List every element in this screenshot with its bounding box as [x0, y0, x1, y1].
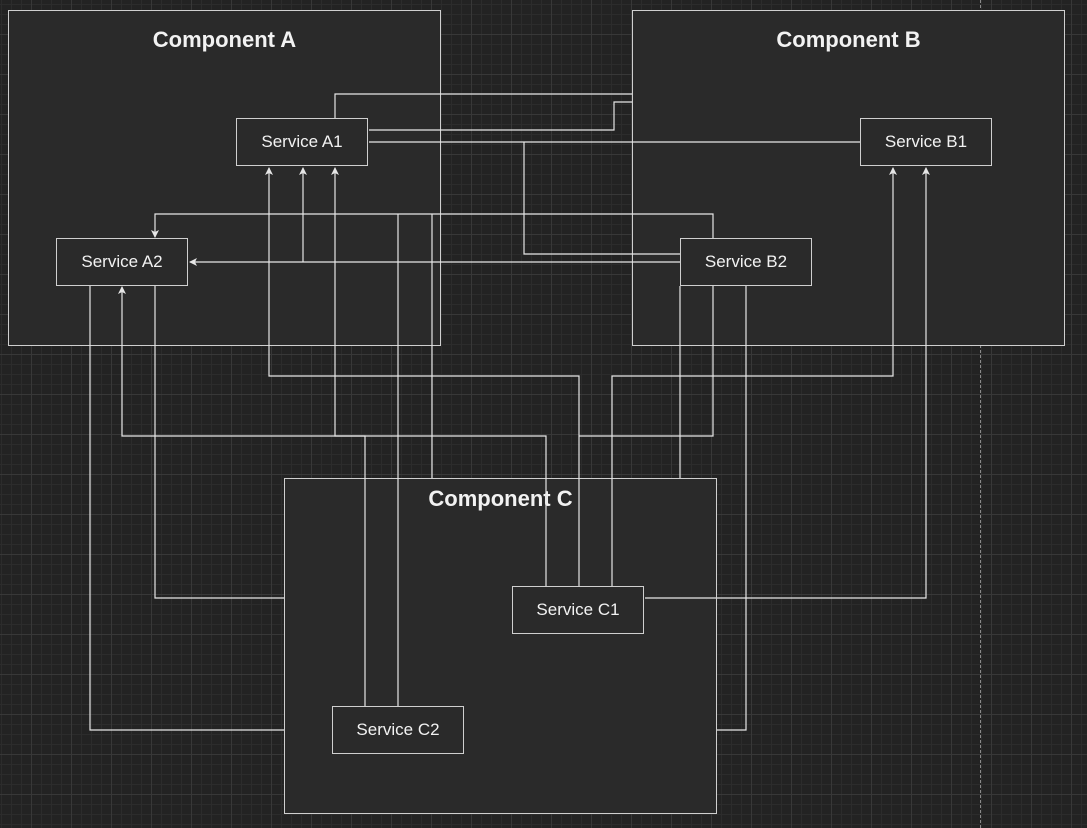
service-b1-label: Service B1 — [884, 132, 968, 151]
service-c2[interactable]: Service C2 — [332, 706, 464, 754]
service-b2-label: Service B2 — [704, 252, 788, 271]
service-c1[interactable]: Service C1 — [512, 586, 644, 634]
component-b-title: Component B — [776, 27, 921, 52]
service-a2-label: Service A2 — [81, 252, 163, 271]
page-break-line — [980, 0, 981, 828]
component-c[interactable]: Component C — [284, 478, 717, 814]
service-c2-label: Service C2 — [356, 720, 440, 739]
service-a1[interactable]: Service A1 — [236, 118, 368, 166]
component-b[interactable]: Component B — [632, 10, 1065, 346]
edge-b2-to-c-right[interactable] — [716, 286, 747, 731]
edge-a2-to-c-lower[interactable] — [89, 286, 285, 731]
service-b2[interactable]: Service B2 — [680, 238, 812, 286]
service-a2[interactable]: Service A2 — [56, 238, 188, 286]
component-a[interactable]: Component A — [8, 10, 441, 346]
service-c1-label: Service C1 — [536, 600, 620, 619]
service-b1[interactable]: Service B1 — [860, 118, 992, 166]
component-c-title: Component C — [428, 486, 573, 511]
component-a-title: Component A — [152, 27, 297, 52]
service-a1-label: Service A1 — [261, 132, 343, 151]
